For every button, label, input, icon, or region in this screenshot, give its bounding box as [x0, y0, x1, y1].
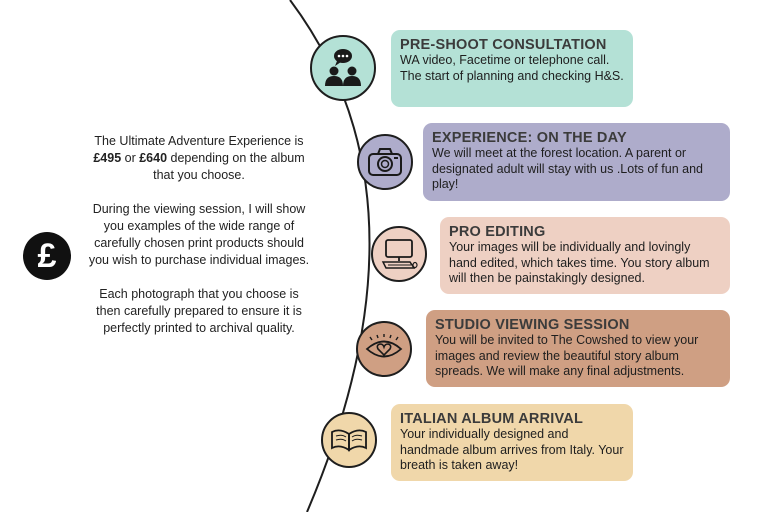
step-title: STUDIO VIEWING SESSION [435, 317, 630, 333]
step-body: You will be invited to The Cowshed to vi… [435, 333, 699, 378]
step-card-editing: PRO EDITING Your images will be individu… [440, 217, 730, 294]
step-title: PRO EDITING [449, 224, 546, 240]
step-card-album: ITALIAN ALBUM ARRIVAL Your individually … [391, 404, 633, 481]
step-body: WA video, Facetime or telephone call. Th… [400, 53, 624, 83]
open-book-icon [321, 412, 377, 468]
step-body: We will meet at the forest location. A p… [432, 146, 703, 191]
pound-icon: £ [23, 232, 71, 280]
intro-text: The Ultimate Adventure Experience is £49… [86, 133, 312, 354]
price-paragraph: The Ultimate Adventure Experience is £49… [93, 134, 305, 182]
computer-icon [371, 226, 427, 282]
step-title: EXPERIENCE: ON THE DAY [432, 130, 627, 146]
chat-people-icon [310, 35, 376, 101]
price-premium: £640 [139, 151, 168, 165]
step-card-consultation: PRE-SHOOT CONSULTATION WA video, Facetim… [391, 30, 633, 107]
step-title: PRE-SHOOT CONSULTATION [400, 37, 607, 53]
viewing-paragraph: During the viewing session, I will show … [88, 202, 310, 267]
step-card-on-the-day: EXPERIENCE: ON THE DAY We will meet at t… [423, 123, 730, 201]
eye-heart-icon [356, 321, 412, 377]
price-standard: £495 [93, 151, 122, 165]
step-card-viewing: STUDIO VIEWING SESSION You will be invit… [426, 310, 730, 387]
camera-icon [357, 134, 413, 190]
step-body: Your images will be individually and lov… [449, 240, 710, 285]
step-title: ITALIAN ALBUM ARRIVAL [400, 411, 584, 427]
step-body: Your individually designed and handmade … [400, 427, 624, 472]
print-paragraph: Each photograph that you choose is then … [96, 287, 302, 335]
